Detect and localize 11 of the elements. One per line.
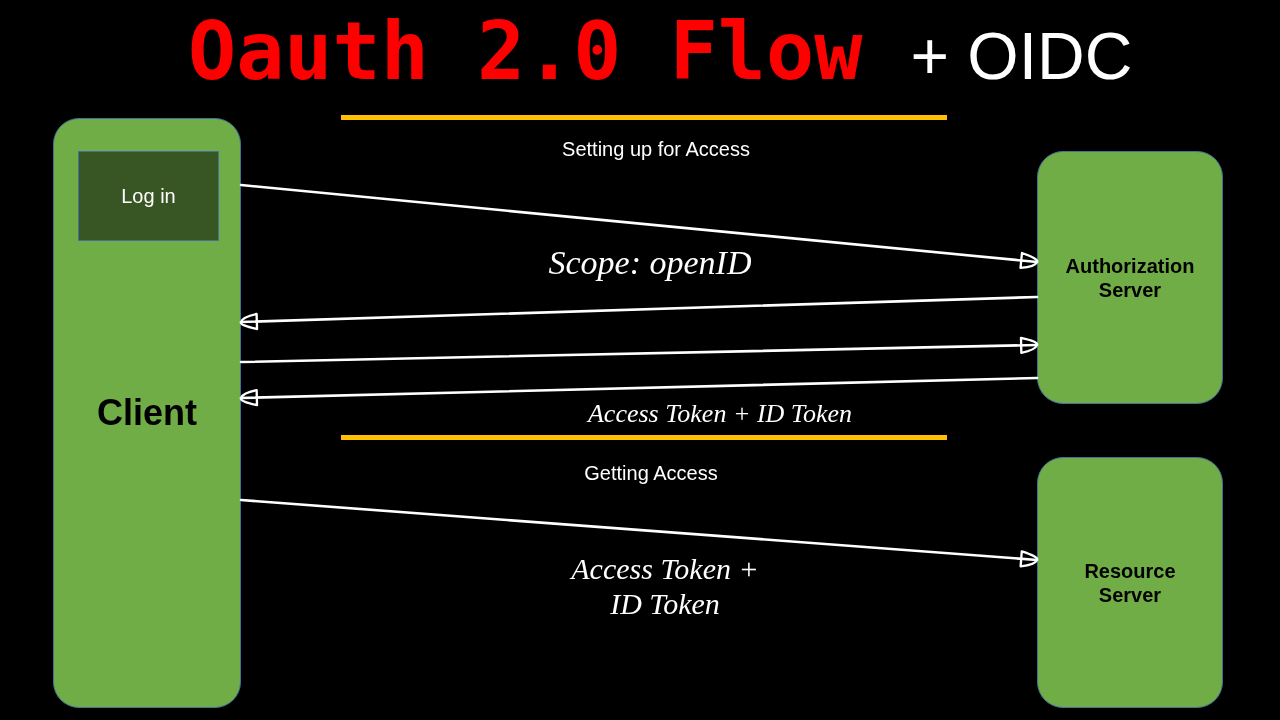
title: Oauth 2.0 Flow + OIDC	[188, 4, 1133, 100]
section-heading: Getting Access	[584, 461, 718, 485]
server-box	[1037, 151, 1223, 404]
box-label: Log in	[121, 184, 176, 208]
section-heading: Setting up for Access	[562, 137, 750, 161]
client-box	[53, 118, 241, 708]
box-label: Resource Server	[1083, 558, 1177, 607]
server-box	[1037, 457, 1223, 708]
box-label: Authorization Server	[1064, 253, 1196, 302]
login-box	[78, 151, 219, 241]
box-label: Client	[97, 391, 197, 435]
